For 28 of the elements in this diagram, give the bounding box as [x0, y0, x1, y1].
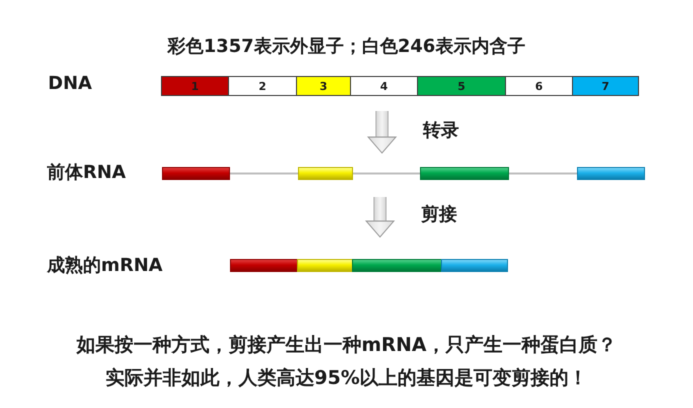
dna-segment: 1 — [161, 76, 229, 96]
edge-label: 转录 — [423, 121, 459, 142]
exon-bar — [441, 259, 508, 272]
connector-line — [509, 172, 577, 174]
row-label: 成熟的mRNA — [47, 256, 163, 277]
dna-segment: 6 — [505, 76, 573, 96]
connector-line — [230, 172, 298, 174]
row-label: 前体RNA — [47, 163, 126, 184]
connector-line — [353, 172, 420, 174]
exon-bar — [352, 259, 442, 272]
exon-bar — [577, 167, 645, 180]
exon-bar — [162, 167, 230, 180]
title: 彩色1357表示外显子；白色246表示内含子 — [168, 36, 526, 57]
exon-bar — [298, 167, 353, 180]
dna-segment: 2 — [228, 76, 297, 96]
block-arrow — [368, 111, 396, 154]
note-text: 实际并非如此，人类高达95%以上的基因是可变剪接的！ — [105, 367, 588, 389]
dna-segment: 3 — [296, 76, 351, 96]
exon-bar — [230, 259, 298, 272]
dna-segment: 4 — [350, 76, 418, 96]
exon-bar — [420, 167, 509, 180]
exon-bar — [297, 259, 353, 272]
block-arrow — [366, 197, 394, 238]
dna-segment: 5 — [417, 76, 506, 96]
row-label: DNA — [48, 74, 92, 95]
edge-label: 剪接 — [421, 205, 457, 226]
dna-segment: 7 — [572, 76, 639, 96]
note-text: 如果按一种方式，剪接产生出一种mRNA，只产生一种蛋白质？ — [76, 334, 617, 356]
